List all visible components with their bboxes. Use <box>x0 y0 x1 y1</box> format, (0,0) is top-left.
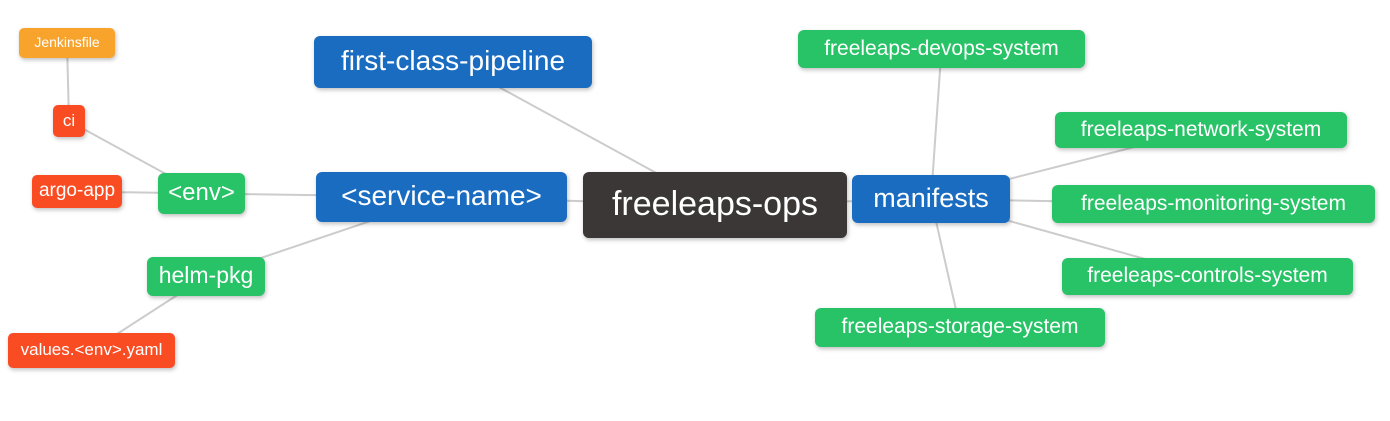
node-label: argo-app <box>38 180 116 201</box>
node-monitoring-system[interactable]: freeleaps-monitoring-system <box>1052 185 1375 223</box>
node-label: freeleaps-controls-system <box>1087 264 1328 287</box>
node-service-name[interactable]: <service-name> <box>316 172 567 222</box>
node-label: freeleaps-network-system <box>1080 117 1322 141</box>
node-env[interactable]: <env> <box>158 173 245 214</box>
node-label: values.<env>.yaml <box>20 340 163 359</box>
node-label: ci <box>62 110 76 130</box>
node-helm-pkg[interactable]: helm-pkg <box>147 257 265 296</box>
node-freeleaps-ops[interactable]: freeleaps-ops <box>583 172 847 238</box>
node-label: first-class-pipeline <box>340 45 566 76</box>
node-label: <env> <box>168 178 235 206</box>
node-label: freeleaps-monitoring-system <box>1081 191 1346 215</box>
node-label: manifests <box>873 182 989 213</box>
node-network-system[interactable]: freeleaps-network-system <box>1055 112 1347 148</box>
node-controls-system[interactable]: freeleaps-controls-system <box>1062 258 1353 295</box>
node-label: freeleaps-devops-system <box>824 36 1059 60</box>
node-first-class-pipeline[interactable]: first-class-pipeline <box>314 36 592 88</box>
edge-manifests-to-devops-system <box>930 48 943 200</box>
node-values-env-yaml[interactable]: values.<env>.yaml <box>8 333 175 368</box>
node-label: freeleaps-storage-system <box>841 315 1079 338</box>
node-label: <service-name> <box>341 180 542 211</box>
node-storage-system[interactable]: freeleaps-storage-system <box>815 308 1105 347</box>
node-manifests[interactable]: manifests <box>852 175 1010 223</box>
node-label: Jenkinsfile <box>34 34 100 50</box>
node-label: freeleaps-ops <box>611 185 818 223</box>
node-devops-system[interactable]: freeleaps-devops-system <box>798 30 1085 68</box>
node-label: helm-pkg <box>158 262 254 288</box>
node-jenkinsfile[interactable]: Jenkinsfile <box>19 28 115 58</box>
node-ci[interactable]: ci <box>53 105 85 137</box>
node-argo-app[interactable]: argo-app <box>32 175 122 208</box>
